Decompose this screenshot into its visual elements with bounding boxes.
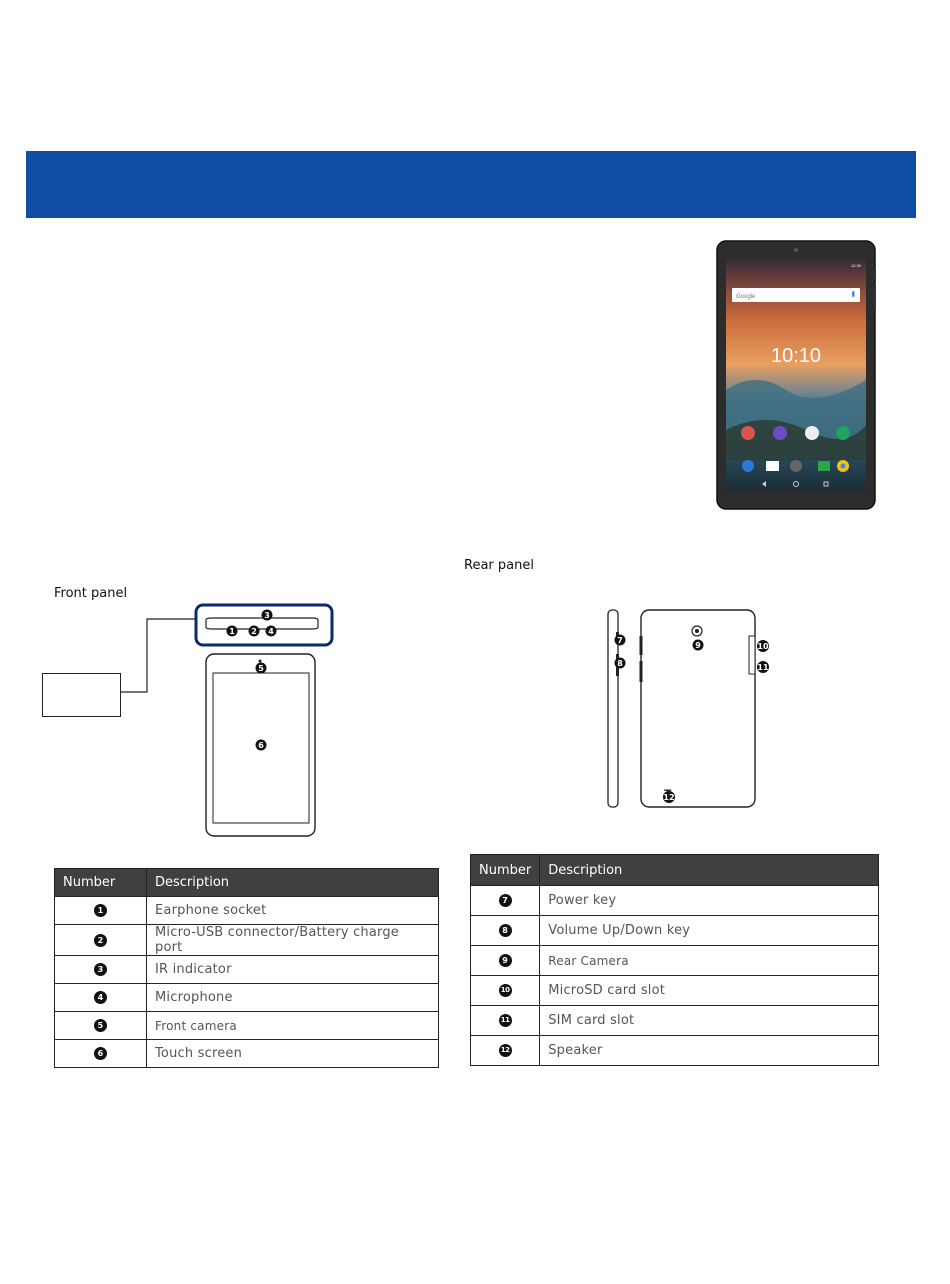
description-cell: SIM card slot bbox=[539, 1005, 879, 1036]
table-row: 10 MicroSD card slot bbox=[469, 975, 879, 1006]
description-cell: Power key bbox=[539, 885, 879, 916]
description-cell: Touch screen bbox=[146, 1039, 439, 1068]
number-badge: 3 bbox=[94, 963, 107, 976]
badge-8: 8 bbox=[614, 657, 626, 669]
front-tablet-outline bbox=[205, 653, 316, 837]
svg-text:8: 8 bbox=[617, 659, 623, 668]
table-row: 4 Microphone bbox=[54, 983, 439, 1012]
badge-1: 1 bbox=[226, 625, 238, 637]
badge-9: 9 bbox=[692, 639, 704, 651]
side-profile bbox=[607, 609, 619, 808]
svg-text:1: 1 bbox=[229, 627, 235, 636]
table-header-row: Number Description bbox=[54, 868, 439, 897]
table-row: 2 Micro-USB connector/Battery charge por… bbox=[54, 924, 439, 956]
description-cell: Earphone socket bbox=[146, 896, 439, 925]
number-badge: 9 bbox=[498, 954, 512, 967]
table-row: 5 Front camera bbox=[54, 1011, 439, 1040]
search-brand: Google bbox=[736, 294, 756, 300]
home-clock: 10:10 bbox=[771, 345, 821, 367]
description-cell: Speaker bbox=[539, 1035, 879, 1066]
svg-text:12: 12 bbox=[663, 793, 674, 802]
front-panel-label: Front panel bbox=[54, 586, 128, 601]
svg-text:10: 10 bbox=[757, 642, 769, 651]
table-row: 11 SIM card slot bbox=[469, 1005, 879, 1036]
table-row: 6 Touch screen bbox=[54, 1039, 439, 1068]
description-cell: Front camera bbox=[146, 1011, 439, 1040]
badge-11: 11 bbox=[757, 661, 769, 673]
svg-text:6: 6 bbox=[258, 741, 264, 750]
number-badge: 8 bbox=[498, 924, 512, 937]
table-row: 3 IR indicator bbox=[54, 955, 439, 984]
number-badge: 4 bbox=[94, 991, 107, 1004]
description-cell: Rear Camera bbox=[539, 945, 879, 976]
callout-box bbox=[42, 673, 121, 717]
header-description: Description bbox=[539, 854, 879, 886]
tablet-photo: 12:30 Google 10:10 bbox=[716, 240, 876, 510]
number-badge: 1 bbox=[94, 904, 107, 917]
number-badge: 6 bbox=[94, 1047, 107, 1060]
svg-text:4: 4 bbox=[268, 627, 274, 636]
description-cell: MicroSD card slot bbox=[539, 975, 879, 1006]
header-number: Number bbox=[54, 868, 147, 897]
svg-text:5: 5 bbox=[258, 664, 264, 673]
svg-text:2: 2 bbox=[251, 627, 257, 636]
table-header-row: Number Description bbox=[469, 854, 879, 886]
rear-tablet-outline bbox=[640, 609, 756, 808]
svg-text:3: 3 bbox=[264, 611, 270, 620]
badge-10: 10 bbox=[757, 640, 769, 652]
front-screen-outline bbox=[212, 672, 310, 824]
svg-text:11: 11 bbox=[757, 663, 769, 672]
number-badge: 12 bbox=[498, 1044, 512, 1057]
header-description: Description bbox=[146, 868, 439, 897]
badge-3: 3 bbox=[261, 609, 273, 621]
front-panel-table: Number Description 1 Earphone socket 2 M… bbox=[54, 868, 439, 1068]
badge-4: 4 bbox=[265, 625, 277, 637]
header-banner bbox=[26, 151, 916, 218]
number-badge: 11 bbox=[498, 1014, 512, 1027]
table-row: 12 Speaker bbox=[469, 1035, 879, 1066]
svg-text:9: 9 bbox=[695, 641, 701, 650]
number-badge: 10 bbox=[498, 984, 512, 997]
header-number: Number bbox=[469, 854, 541, 886]
rear-panel-table: Number Description 7 Power key 8 Volume … bbox=[469, 854, 879, 1066]
rear-panel-label: Rear panel bbox=[464, 558, 534, 573]
description-cell: Micro-USB connector/Battery charge port bbox=[146, 924, 439, 956]
table-row: 1 Earphone socket bbox=[54, 896, 439, 925]
badge-7: 7 bbox=[614, 634, 626, 646]
badge-5: 5 bbox=[255, 662, 267, 674]
badge-2: 2 bbox=[248, 625, 260, 637]
number-badge: 5 bbox=[94, 1019, 107, 1032]
svg-text:7: 7 bbox=[617, 636, 623, 645]
svg-text:T: T bbox=[664, 787, 672, 801]
number-badge: 2 bbox=[94, 933, 107, 947]
status-time: 12:30 bbox=[851, 263, 862, 268]
description-cell: IR indicator bbox=[146, 955, 439, 984]
table-row: 7 Power key bbox=[469, 885, 879, 916]
badge-12: 12 bbox=[663, 791, 675, 803]
description-cell: Microphone bbox=[146, 983, 439, 1012]
top-edge-highlight bbox=[194, 603, 334, 647]
table-row: 9 Rear Camera bbox=[469, 945, 879, 976]
table-row: 8 Volume Up/Down key bbox=[469, 915, 879, 946]
description-cell: Volume Up/Down key bbox=[539, 915, 879, 946]
number-badge: 7 bbox=[498, 894, 512, 907]
badge-6: 6 bbox=[255, 739, 267, 751]
